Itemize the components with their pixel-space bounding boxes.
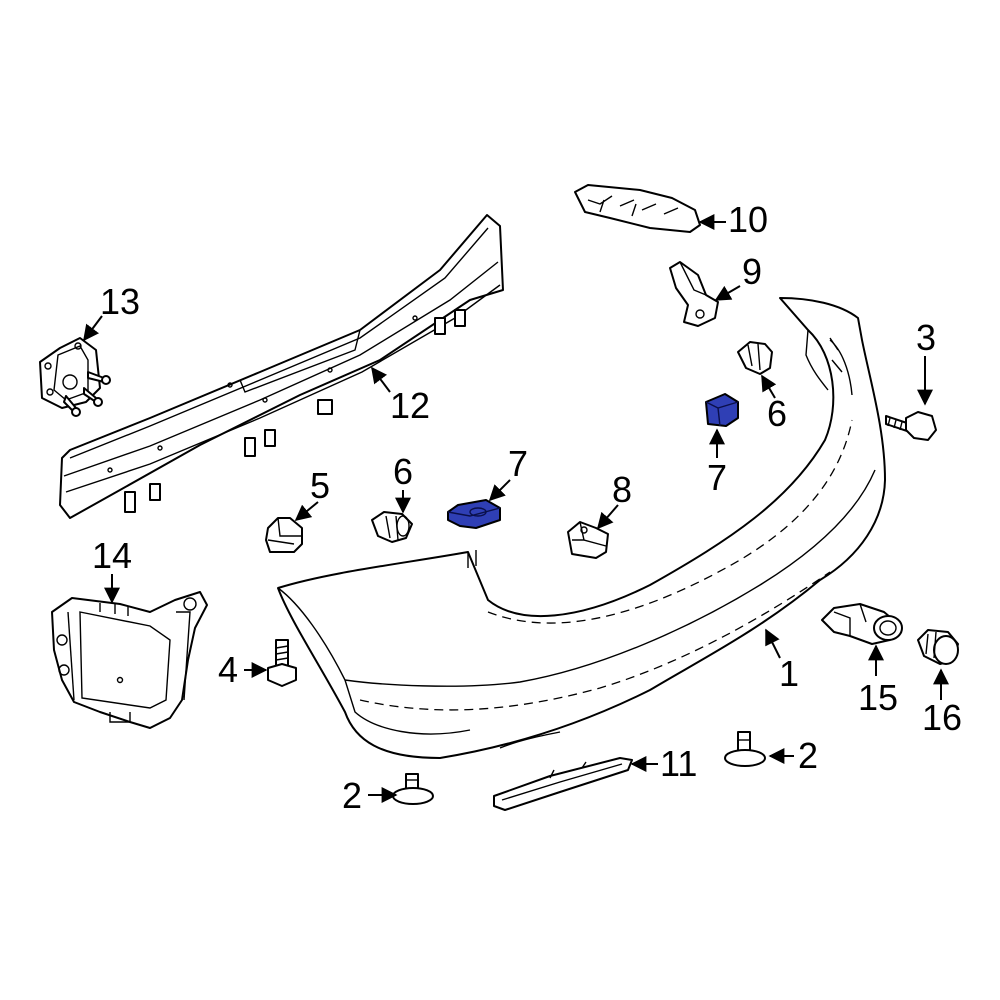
part-16-sensor-retainer [917, 629, 959, 665]
part-1-bumper-cover [277, 297, 886, 759]
part-7-retainer-lower [447, 499, 501, 529]
callout-6-left: 6 [393, 451, 413, 492]
part-13-beam-bracket [39, 337, 111, 417]
part-2-pin-left [392, 773, 434, 805]
callout-7-right: 7 [707, 457, 727, 498]
part-2-pin-right [724, 731, 766, 767]
part-8-bracket [567, 521, 609, 559]
part-12-reinforcement-beam [59, 214, 504, 519]
arrow-13 [83, 315, 103, 342]
arrow-5 [294, 501, 319, 522]
part-14-side-bracket [51, 591, 208, 729]
callout-3: 3 [916, 317, 936, 358]
callout-2-right: 2 [798, 735, 818, 776]
arrow-12 [371, 366, 391, 393]
callout-6-right: 6 [767, 393, 787, 434]
arrow-1 [765, 628, 781, 659]
callout-2-left: 2 [342, 775, 362, 816]
callout-9: 9 [742, 251, 762, 292]
part-10-upper-retainer [574, 184, 701, 233]
part-15-parking-sensor [821, 603, 903, 645]
callout-8: 8 [612, 469, 632, 510]
part-6-clip-upper [737, 341, 773, 375]
callout-4: 4 [218, 649, 238, 690]
callout-10: 10 [728, 199, 768, 240]
part-6-clip-lower [371, 511, 413, 543]
callout-7-left: 7 [508, 443, 528, 484]
part-5-retainer [265, 517, 303, 553]
callout-15: 15 [858, 677, 898, 718]
part-11-reflector [493, 757, 633, 811]
arrow-7-left [488, 479, 511, 502]
part-7-retainer-upper [705, 393, 739, 427]
callout-16: 16 [922, 697, 962, 738]
callout-1: 1 [779, 653, 799, 694]
arrow-9 [714, 285, 741, 301]
callout-14: 14 [92, 535, 132, 576]
callout-13: 13 [100, 281, 140, 322]
callout-11: 11 [660, 743, 697, 784]
leader-arrows [83, 214, 949, 803]
arrow-6-right [761, 374, 777, 399]
arrow-8 [596, 504, 619, 530]
part-3-bolt [885, 411, 937, 441]
callout-12: 12 [390, 385, 430, 426]
callout-5: 5 [310, 465, 330, 506]
part-9-bracket [669, 261, 719, 327]
callout-labels: 1 2 2 3 4 5 6 6 7 7 8 9 10 11 12 13 14 1… [92, 199, 962, 816]
part-4-bolt [267, 639, 297, 687]
